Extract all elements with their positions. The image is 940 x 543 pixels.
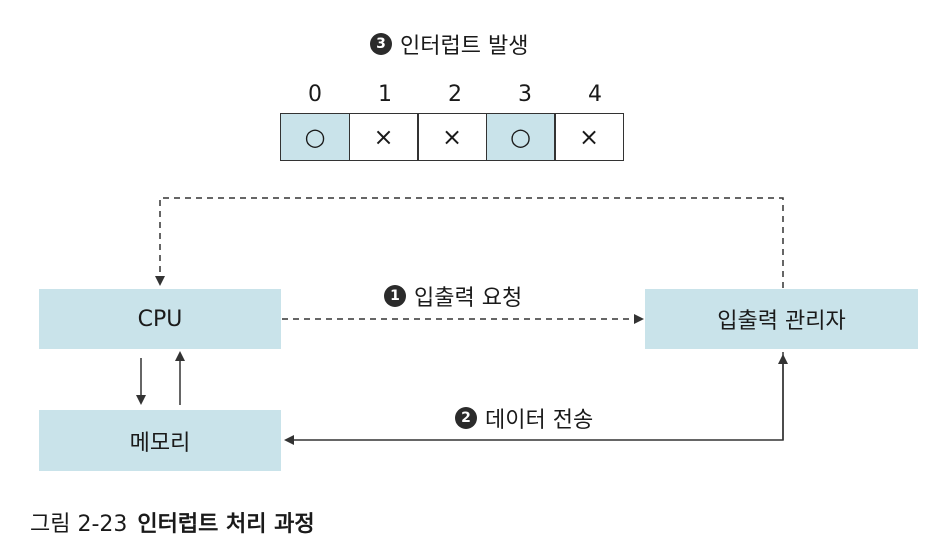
- interrupt-index-3: 3: [518, 82, 532, 107]
- figure-number: 그림 2-23: [30, 512, 128, 537]
- step-1-badge: 1: [384, 285, 406, 307]
- memory-box: 메모리: [39, 410, 281, 471]
- step-3-badge: 3: [370, 33, 392, 55]
- figure-title: 인터럽트 처리 과정: [137, 512, 315, 537]
- data-transfer-text: 데이터 전송: [485, 408, 594, 433]
- interrupt-cell-0: ○: [280, 113, 350, 161]
- step-2-badge: 2: [455, 407, 477, 429]
- interrupt-signal-arrow: [155, 197, 784, 288]
- interrupt-cell-1: ×: [348, 113, 419, 161]
- io-request-label: 1 입출력 요청: [384, 280, 522, 312]
- interrupt-index-1: 1: [378, 82, 392, 107]
- figure-caption: 그림 2-23 인터럽트 처리 과정: [30, 506, 315, 538]
- interrupt-index-0: 0: [308, 82, 322, 107]
- interrupt-title: 3 인터럽트 발생: [370, 28, 528, 60]
- interrupt-index-4: 4: [588, 82, 602, 107]
- io-manager-label: 입출력 관리자: [717, 309, 846, 334]
- io-request-text: 입출력 요청: [414, 286, 523, 311]
- data-transfer-label: 2 데이터 전송: [455, 402, 593, 434]
- interrupt-vector-table: ○ × × ○ ×: [280, 113, 624, 161]
- interrupt-title-label: 인터럽트 발생: [400, 34, 529, 59]
- memory-label: 메모리: [129, 430, 191, 456]
- cpu-label: CPU: [137, 306, 183, 332]
- interrupt-index-2: 2: [448, 82, 462, 107]
- io-manager-box: 입출력 관리자: [645, 289, 918, 349]
- interrupt-cell-3: ○: [485, 113, 556, 161]
- cpu-box: CPU: [39, 289, 281, 349]
- interrupt-cell-4: ×: [554, 113, 624, 161]
